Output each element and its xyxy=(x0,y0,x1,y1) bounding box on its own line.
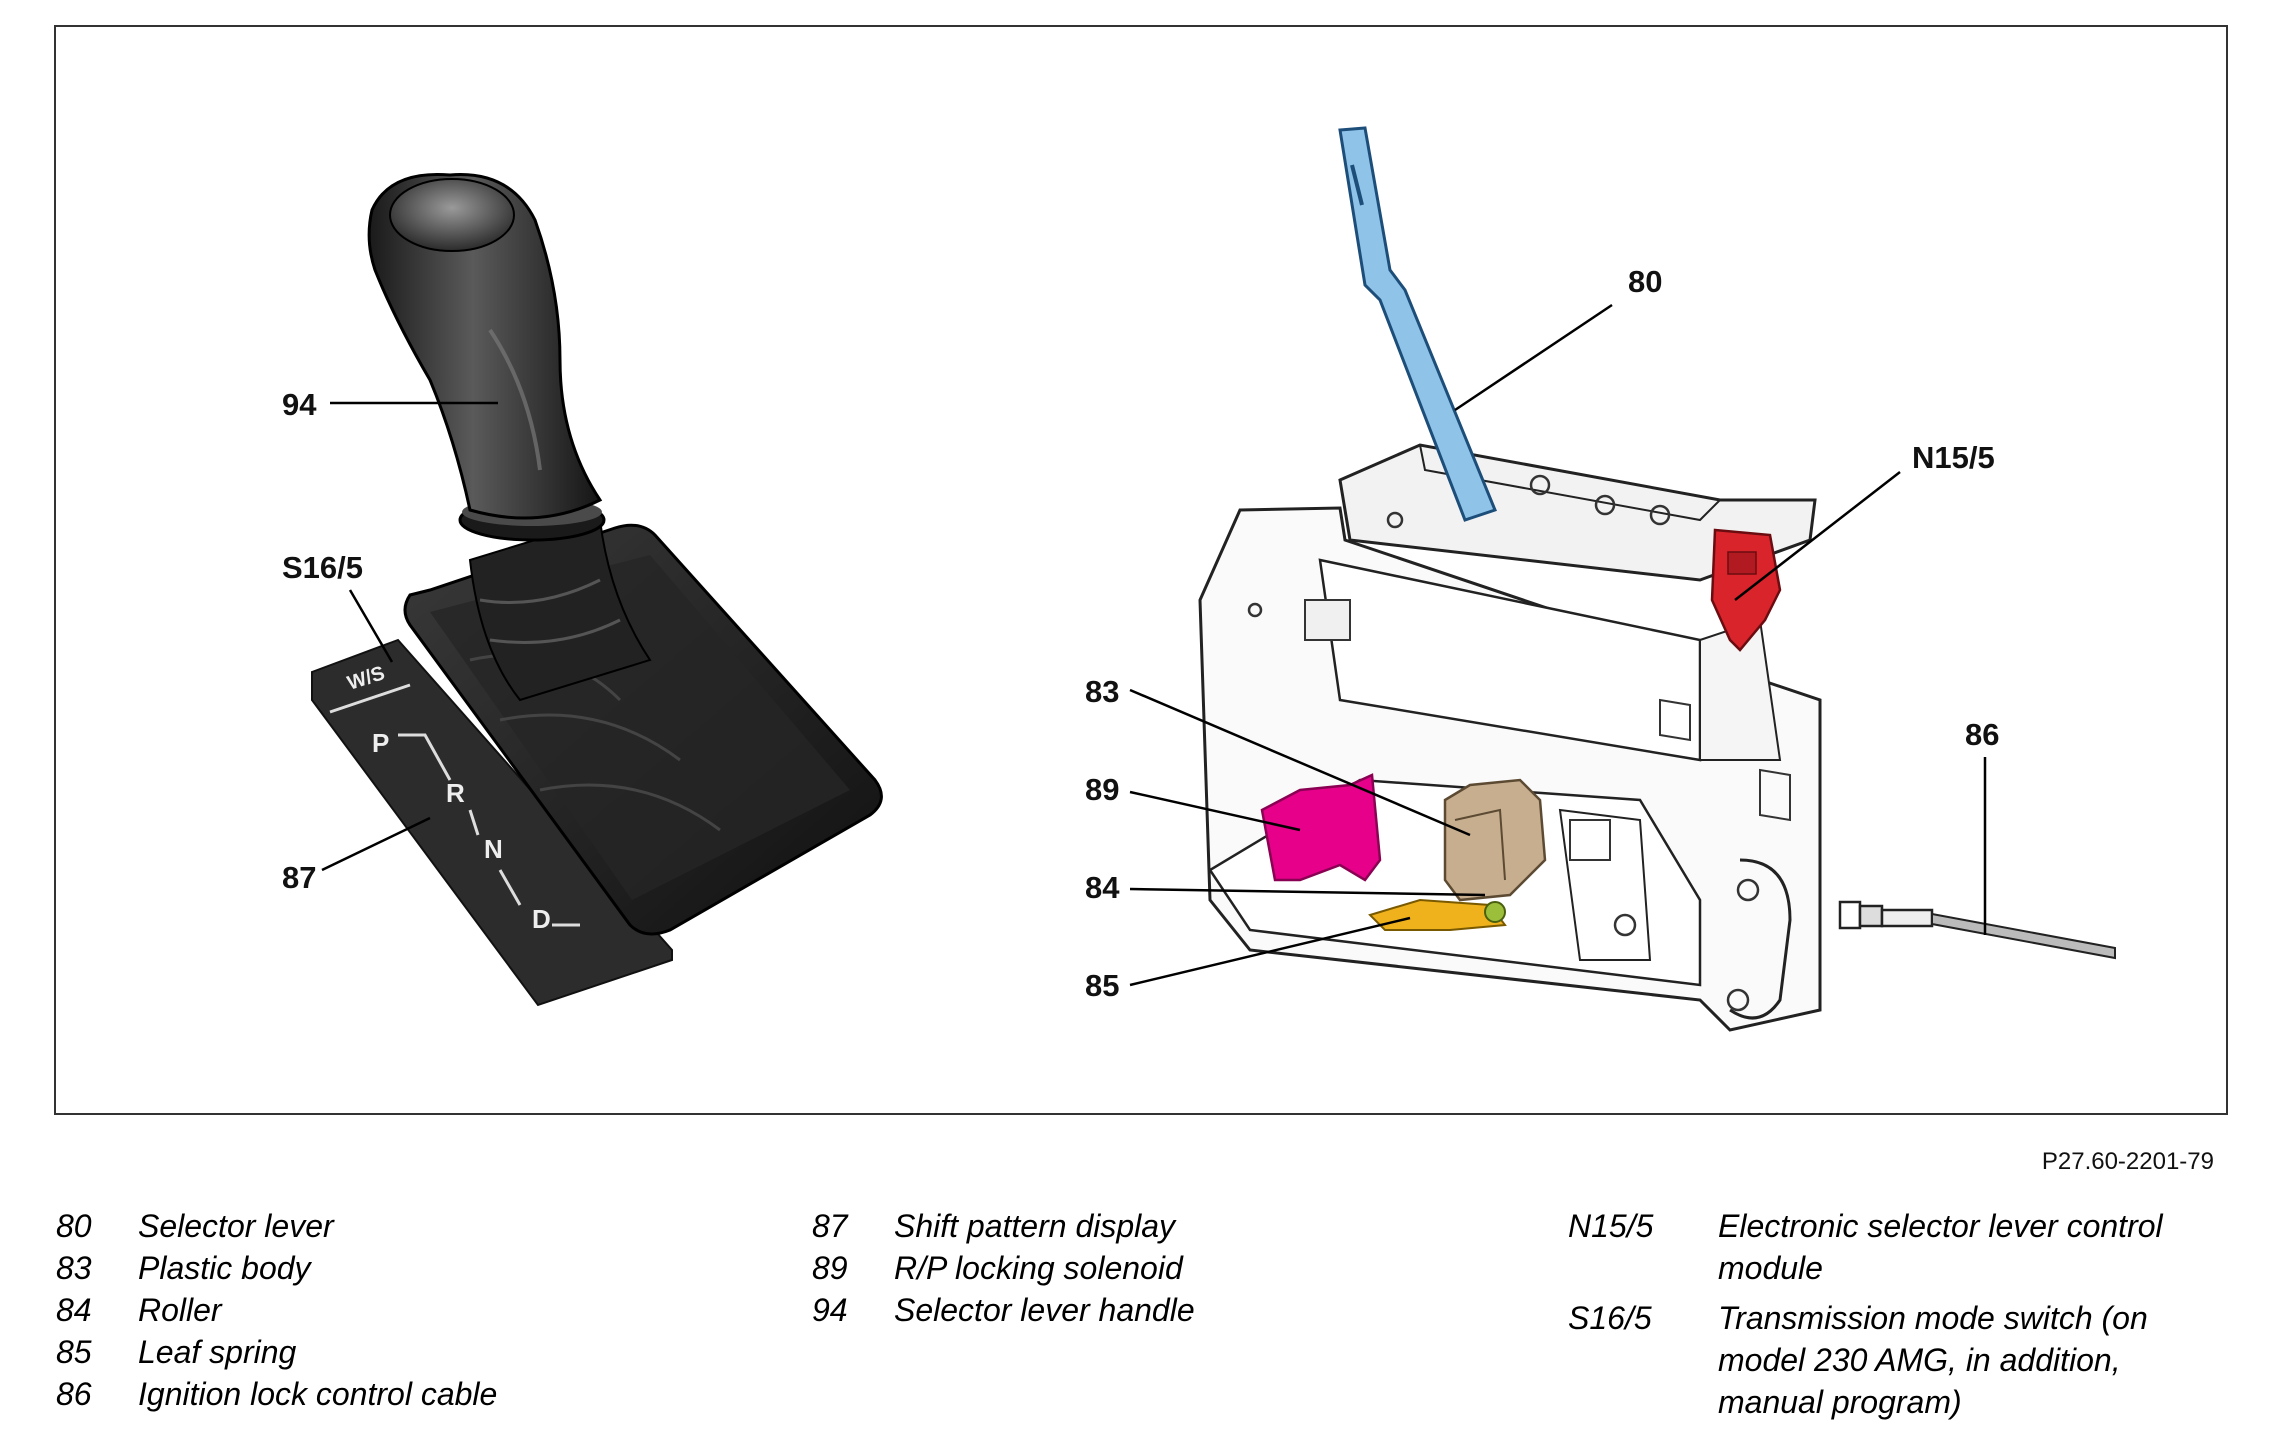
figure-frame xyxy=(54,25,2228,1115)
legend-text: R/P locking solenoid xyxy=(894,1250,1183,1286)
selector-lever-part xyxy=(1338,126,1497,522)
plastic-body-part xyxy=(1443,778,1547,902)
gate-label-r: R xyxy=(446,778,465,808)
shift-pattern-plate xyxy=(311,638,673,1007)
legend-text: Selector lever xyxy=(138,1208,334,1244)
callout-83: 83 xyxy=(1085,674,1119,709)
legend-item: N15/5 Electronic selector lever control m… xyxy=(1568,1205,2228,1289)
legend-item: 87 Shift pattern display xyxy=(812,1205,1195,1247)
legend-number: 86 xyxy=(56,1376,92,1412)
legend-item: 94 Selector lever handle xyxy=(812,1289,1195,1331)
selector-housing-illustration xyxy=(1198,126,2116,1032)
legend-text: Plastic body xyxy=(138,1250,311,1286)
leaf-spring-part xyxy=(1368,898,1507,931)
legend-item: 84 Roller xyxy=(56,1289,497,1331)
legend-number: 80 xyxy=(56,1208,92,1244)
legend-text: Leaf spring xyxy=(138,1334,297,1370)
legend-text: Roller xyxy=(138,1292,222,1328)
callout-84: 84 xyxy=(1085,870,1120,905)
legend-item: S16/5 Transmission mode switch (on model … xyxy=(1568,1297,2228,1423)
callout-s16-5: S16/5 xyxy=(282,550,363,585)
legend-item: 85 Leaf spring xyxy=(56,1331,497,1373)
legend-number: 87 xyxy=(812,1208,848,1244)
diagram-figure: W/S P R N D 94 S16/5 87 xyxy=(282,126,2116,1032)
legend-text: Selector lever handle xyxy=(894,1292,1195,1328)
callout-85: 85 xyxy=(1085,968,1119,1003)
legend-item: 83 Plastic body xyxy=(56,1247,497,1289)
legend-number: 83 xyxy=(56,1250,92,1286)
gate-label-n: N xyxy=(484,834,503,864)
callout-87: 87 xyxy=(282,860,316,895)
legend-item: 89 R/P locking solenoid xyxy=(812,1247,1195,1289)
legend-text: Ignition lock control cable xyxy=(138,1376,498,1412)
ignition-cable-part xyxy=(1838,900,2116,960)
legend-text: Transmission mode switch (on model 230 A… xyxy=(1718,1300,2148,1420)
callout-89: 89 xyxy=(1085,772,1119,807)
solenoid-part xyxy=(1260,773,1382,882)
legend-text: Shift pattern display xyxy=(894,1208,1176,1244)
right-leader-lines xyxy=(1129,303,1987,987)
gate-label-p: P xyxy=(372,728,389,758)
callout-80: 80 xyxy=(1628,264,1662,299)
selector-handle-illustration: W/S P R N D xyxy=(311,172,883,1007)
legend-column-2: 87 Shift pattern display 89 R/P locking so… xyxy=(812,1205,1195,1331)
left-leader-lines xyxy=(321,401,498,872)
legend-number: 85 xyxy=(56,1334,92,1370)
legend-item: 80 Selector lever xyxy=(56,1205,497,1247)
callout-94: 94 xyxy=(282,387,317,422)
callout-86: 86 xyxy=(1965,717,1999,752)
callout-n15-5: N15/5 xyxy=(1912,440,1995,475)
figure-code: P27.60-2201-79 xyxy=(2041,1148,2214,1175)
legend-number: N15/5 xyxy=(1568,1208,1654,1244)
legend-item: 86 Ignition lock control cable xyxy=(56,1373,497,1415)
legend-number: S16/5 xyxy=(1568,1300,1652,1336)
legend-number: 84 xyxy=(56,1292,92,1328)
roller-part xyxy=(1484,901,1506,923)
legend-number: 89 xyxy=(812,1250,848,1286)
legend-text: Electronic selector lever control module xyxy=(1718,1208,2163,1286)
gate-label-d: D xyxy=(532,904,551,934)
legend-number: 94 xyxy=(812,1292,848,1328)
legend-column-1: 80 Selector lever 83 Plastic body 84 Roller… xyxy=(56,1205,497,1415)
legend-column-3: N15/5 Electronic selector lever control m… xyxy=(1568,1205,2228,1423)
